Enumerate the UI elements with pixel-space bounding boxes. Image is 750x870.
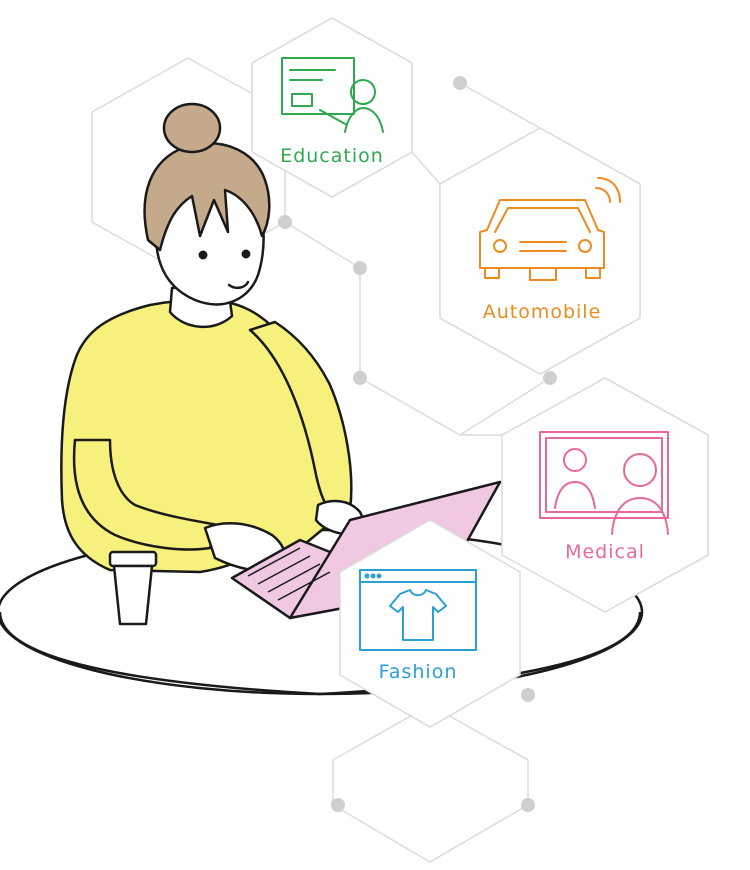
coffee-cup bbox=[108, 550, 158, 626]
hex-nodes bbox=[278, 76, 557, 812]
connected-car-icon bbox=[479, 177, 621, 281]
category-label-medical: Medical bbox=[565, 541, 645, 563]
category-automobile: Automobile bbox=[439, 127, 641, 375]
category-education: Education bbox=[251, 17, 413, 198]
tshirt-browser-icon bbox=[359, 569, 477, 651]
category-fashion: Fashion bbox=[339, 519, 521, 728]
woman-figure bbox=[60, 102, 364, 574]
category-label-automobile: Automobile bbox=[483, 301, 602, 323]
hair bbox=[143, 142, 271, 252]
category-label-education: Education bbox=[280, 145, 384, 167]
doctor-telemedicine-icon bbox=[539, 431, 669, 535]
hair-bun bbox=[162, 102, 222, 154]
teacher-whiteboard-icon bbox=[281, 57, 384, 133]
category-label-fashion: Fashion bbox=[379, 661, 458, 683]
category-medical: Medical bbox=[501, 377, 709, 613]
left-arm bbox=[72, 438, 220, 551]
